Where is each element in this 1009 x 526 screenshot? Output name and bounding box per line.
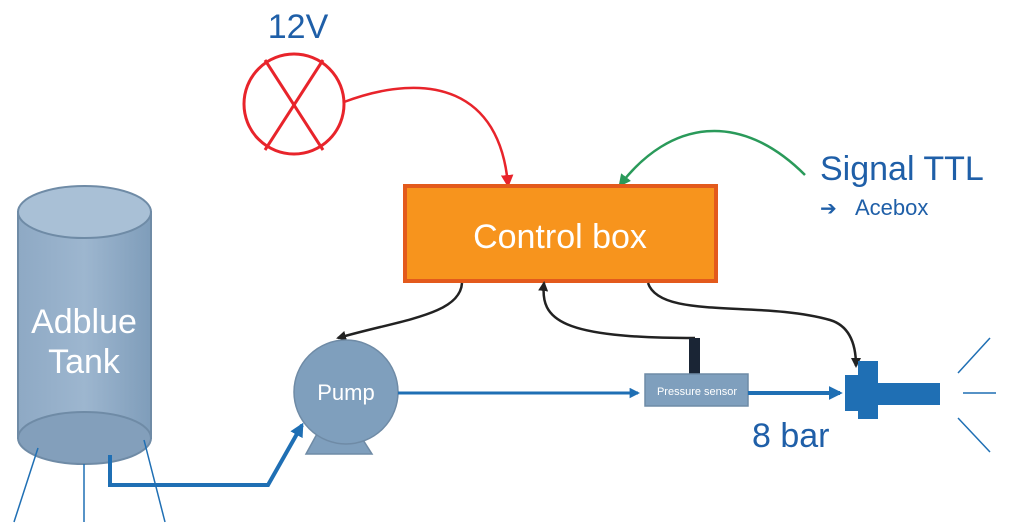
pump-label: Pump: [317, 380, 374, 405]
lamp-cross-2: [263, 59, 325, 151]
adblue-tank: [17, 185, 152, 465]
power-wire: [343, 86, 514, 188]
pressure-value-label: 8 bar: [752, 417, 830, 455]
spray-lines: [957, 337, 996, 453]
nozzle: [845, 361, 940, 419]
tank-legs: [13, 439, 166, 523]
lamp-symbol: [242, 52, 346, 156]
tank-label-line2: Tank: [48, 343, 121, 381]
control-box: [403, 184, 718, 283]
pressure-sensor-stem: [689, 338, 700, 378]
signal-wire: [618, 129, 806, 187]
lamp-circle: [242, 52, 346, 156]
control-to-pump-wire: [336, 282, 464, 341]
control-to-nozzle-wire: [646, 282, 861, 368]
pressure-sensor-label: Pressure sensor: [657, 386, 737, 398]
voltage-label: 12V: [268, 8, 329, 46]
signal-label: Signal TTL: [820, 150, 984, 188]
pump: [293, 339, 399, 455]
signal-arrow-icon: ➔: [820, 198, 837, 220]
tank-label-line1: Adblue: [31, 303, 137, 341]
control-box-label: Control box: [473, 218, 647, 256]
sensor-to-control-wire: [538, 281, 696, 340]
signal-target-label: Acebox: [855, 195, 928, 220]
pressure-sensor: [644, 373, 749, 407]
tank-to-pump-line: [108, 422, 304, 487]
